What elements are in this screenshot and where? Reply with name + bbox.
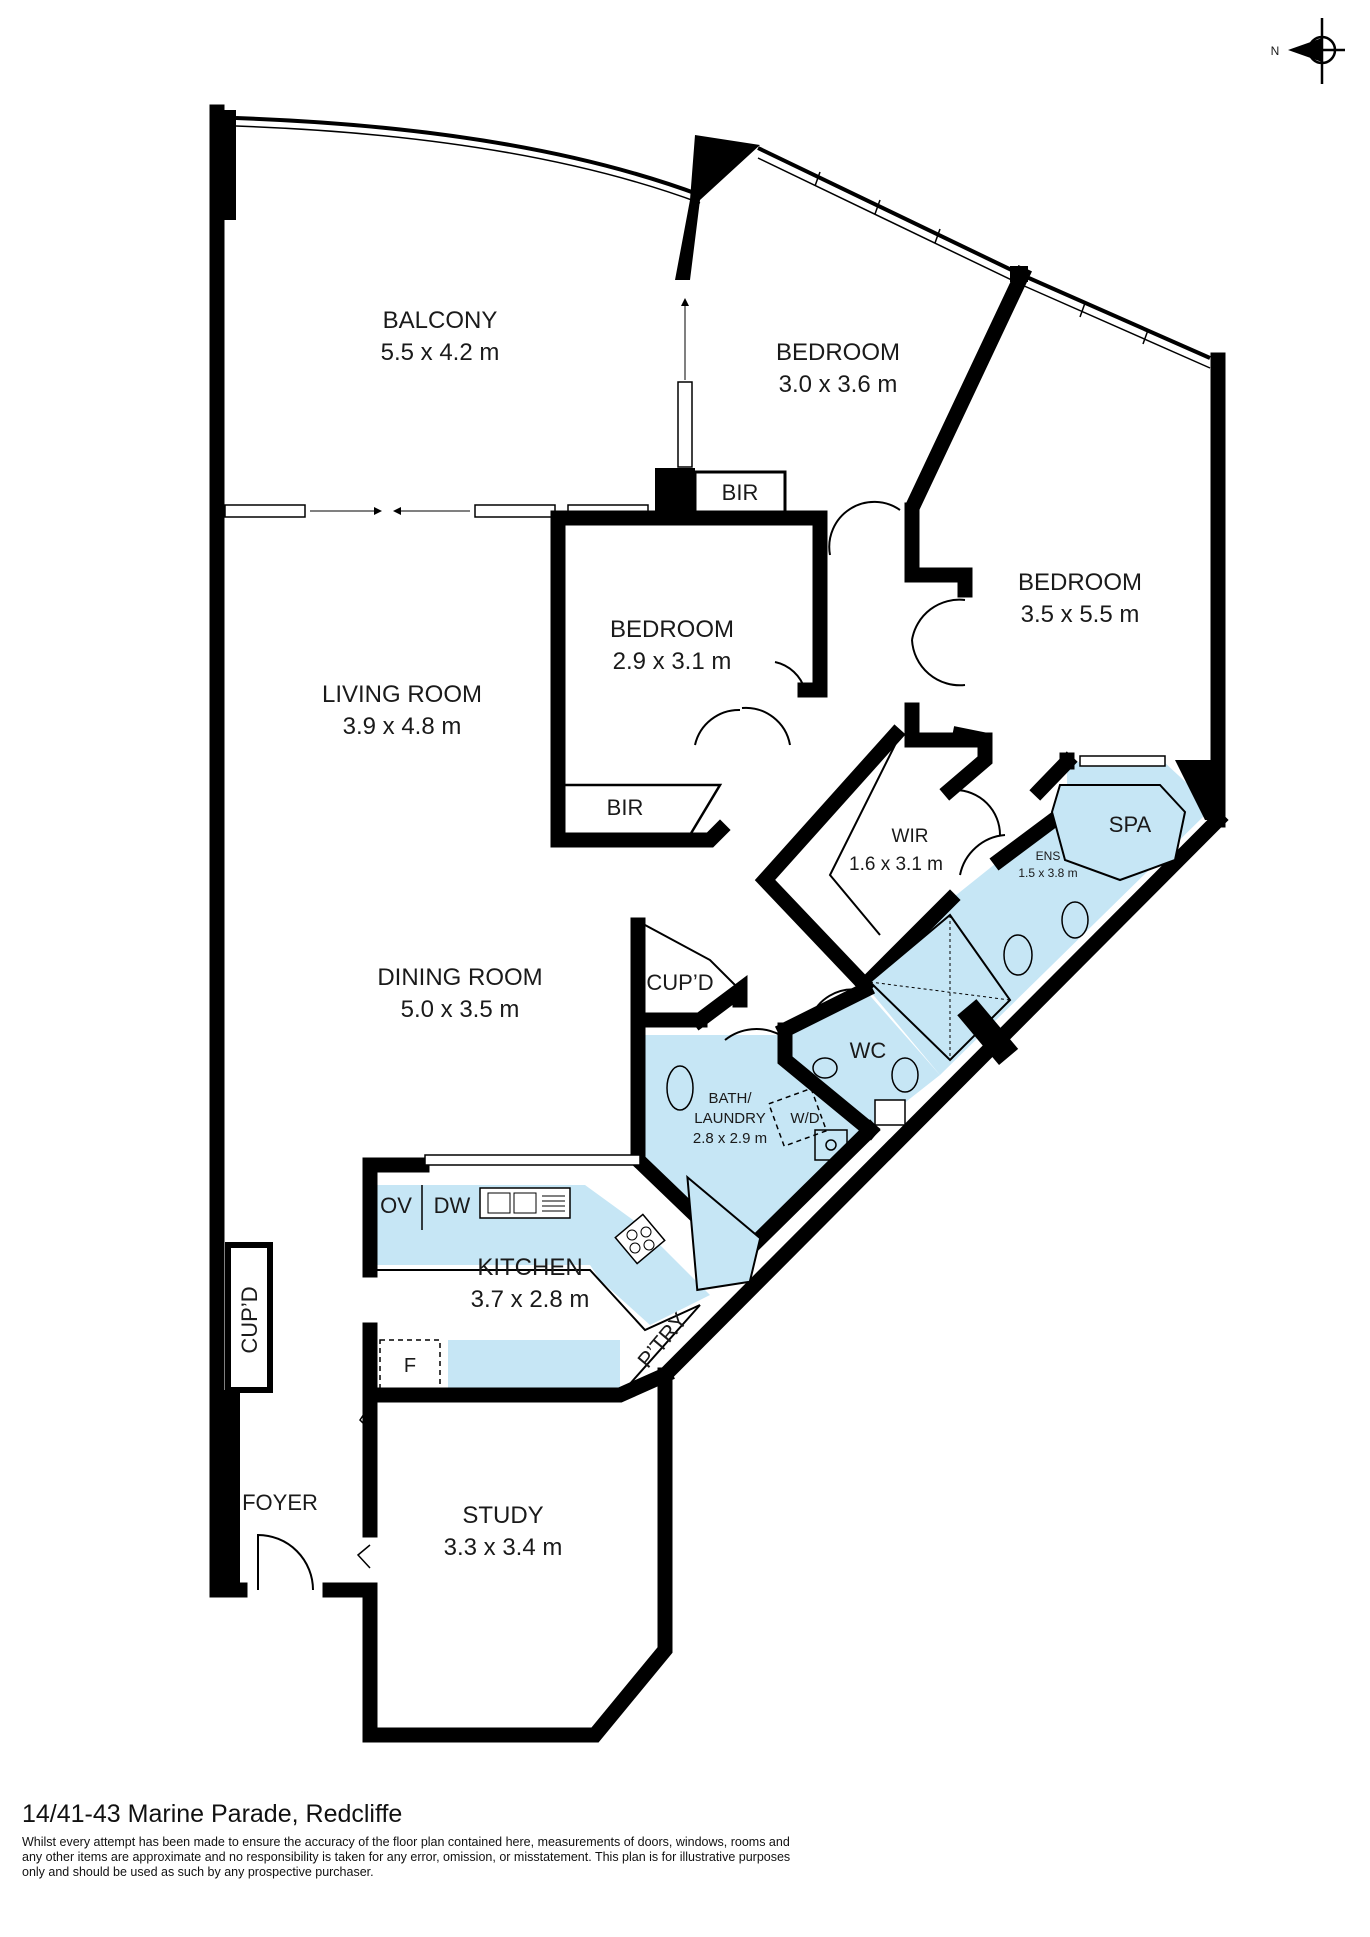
study-label: STUDY — [462, 1502, 543, 1529]
interior-walls — [224, 265, 1187, 1569]
washer-dryer-label: W/D — [790, 1110, 819, 1127]
compass-north-label: N — [1271, 44, 1280, 58]
bedroom2-dims: 3.5 x 5.5 m — [1021, 601, 1140, 628]
cupboard-side-label: CUP’D — [237, 1286, 262, 1353]
bedroom3-label: BEDROOM — [610, 616, 734, 643]
wir-dims: 1.6 x 3.1 m — [849, 854, 943, 875]
bedroom1-dims: 3.0 x 3.6 m — [779, 371, 898, 398]
compass-icon: N — [1271, 18, 1345, 84]
bedroom2-label: BEDROOM — [1018, 569, 1142, 596]
living-room-label: LIVING ROOM — [322, 681, 482, 708]
cupboard-mid-label: CUP’D — [646, 970, 713, 995]
bedroom3-dims: 2.9 x 3.1 m — [613, 648, 732, 675]
bath-label: BATH/ — [708, 1090, 752, 1107]
ensuite-dims: 1.5 x 3.8 m — [1018, 866, 1077, 880]
living-room-dims: 3.9 x 4.8 m — [343, 713, 462, 740]
kitchen-counter-top — [370, 1185, 710, 1325]
laundry-label: LAUNDRY — [694, 1110, 765, 1127]
disclaimer-text: Whilst every attempt has been made to en… — [22, 1835, 791, 1879]
bir-top-label: BIR — [722, 480, 759, 505]
dishwasher-label: DW — [434, 1193, 471, 1218]
fixture-labels: BIR BIR SPA CUP’D WC W/D OV DW P’TRY F C… — [237, 480, 1152, 1515]
wc-label: WC — [850, 1038, 887, 1063]
property-address: 14/41-43 Marine Parade, Redcliffe — [22, 1800, 403, 1828]
study-dims: 3.3 x 3.4 m — [444, 1534, 563, 1561]
bath-dims: 2.8 x 2.9 m — [693, 1130, 767, 1147]
balcony-label: BALCONY — [383, 307, 498, 334]
ensuite-label: ENS — [1036, 849, 1061, 863]
plan-footer: 14/41-43 Marine Parade, Redcliffe Whilst… — [22, 1800, 1322, 1880]
wir-label: WIR — [892, 826, 929, 847]
wc-area — [785, 990, 940, 1130]
outer-walls — [209, 104, 1229, 1743]
spa-label: SPA — [1109, 812, 1152, 837]
kitchen-label: KITCHEN — [477, 1254, 582, 1281]
fridge-label: F — [404, 1355, 416, 1377]
room-labels: BALCONY 5.5 x 4.2 m BEDROOM 3.0 x 3.6 m … — [322, 307, 1142, 1561]
bedroom1-label: BEDROOM — [776, 339, 900, 366]
bir-bottom-label: BIR — [607, 795, 644, 820]
door-swings — [257, 500, 1006, 1591]
balcony-dims: 5.5 x 4.2 m — [381, 339, 500, 366]
oven-label: OV — [380, 1193, 412, 1218]
kitchen-dims: 3.7 x 2.8 m — [471, 1286, 590, 1313]
dining-room-label: DINING ROOM — [377, 964, 542, 991]
oven-cabinet — [370, 1185, 422, 1230]
foyer-label: FOYER — [242, 1490, 318, 1515]
dining-room-dims: 5.0 x 3.5 m — [401, 996, 520, 1023]
